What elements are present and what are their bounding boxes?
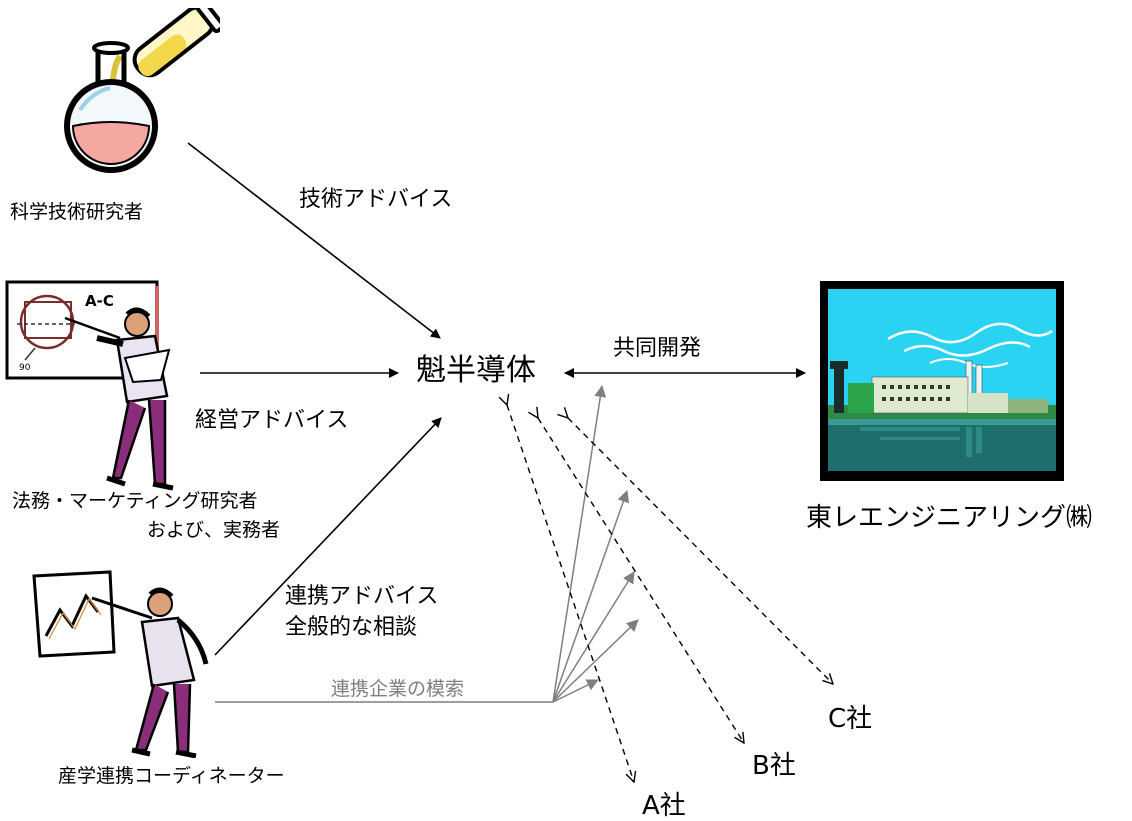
gray-arrow-4 (552, 619, 639, 703)
joint-dev-label: 共同開発 (613, 336, 702, 361)
collab-advice-label-1: 連携アドバイス (285, 584, 439, 609)
collab-advice-arrow (214, 417, 442, 656)
dashed-arrow-a (507, 405, 634, 782)
mgmt-advice-label: 経営アドバイス (195, 408, 349, 433)
center-node-label: 魁半導体 (416, 353, 536, 388)
coordinator-label: 産学連携コーディネーター (58, 765, 285, 787)
gray-arrow-1 (552, 385, 607, 703)
scientist-label: 科学技術研究者 (10, 201, 144, 223)
partner-c-label: C社 (828, 704, 873, 734)
collab-advice-label-2: 全般的な相談 (285, 615, 418, 640)
company-label: 東レエンジニアリング㈱ (806, 503, 1093, 533)
partner-b-label: B社 (752, 751, 796, 781)
presenter-icon: 90 A-C (5, 280, 174, 491)
legal-label-line2: および、実務者 (147, 519, 281, 541)
svg-text:90: 90 (19, 363, 31, 373)
tech-advice-label: 技術アドバイス (299, 187, 453, 212)
svg-text:A-C: A-C (85, 292, 114, 310)
legal-label-line1: 法務・マーケティング研究者 (12, 490, 258, 512)
flask-icon (64, 8, 220, 173)
gray-arrow-2 (552, 490, 630, 703)
partner-a-label: A社 (642, 791, 686, 821)
factory-icon (820, 281, 1064, 481)
coordinator-icon (32, 570, 209, 758)
dashed-arrow-c (568, 418, 833, 684)
partner-search-label: 連携企業の模索 (331, 678, 465, 700)
tech-advice-arrow (187, 142, 441, 339)
